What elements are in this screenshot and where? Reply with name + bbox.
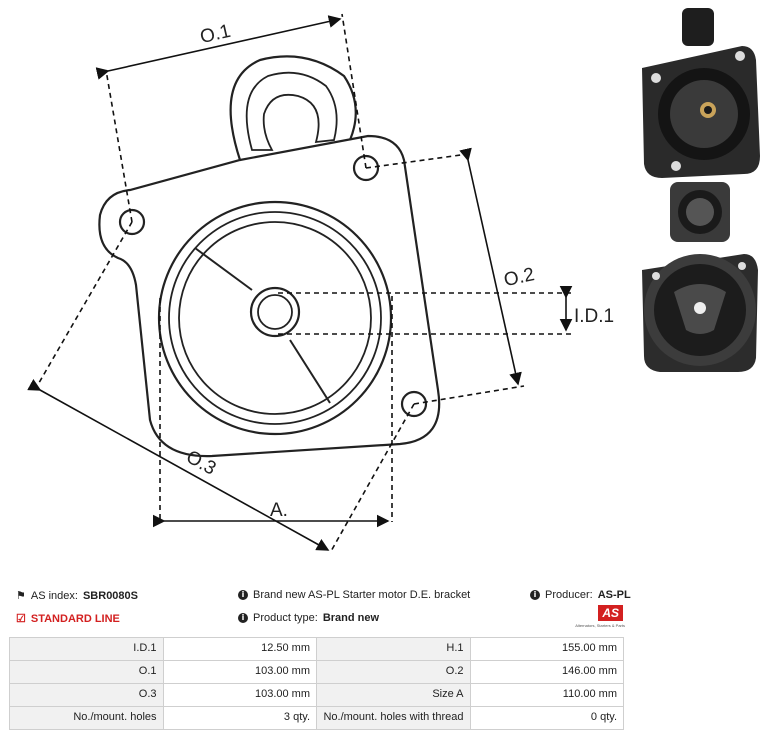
spec-label: I.D.1 bbox=[9, 637, 164, 661]
spec-value: 3 qty. bbox=[162, 706, 317, 730]
as-index-label: AS index: bbox=[30, 589, 78, 602]
check-square-icon: ☑ bbox=[16, 613, 26, 625]
tags-icon: ⚑ bbox=[16, 590, 26, 602]
spec-label: O.1 bbox=[9, 660, 164, 684]
producer: i Producer: AS-PL bbox=[530, 589, 631, 601]
spec-label: H.1 bbox=[316, 637, 471, 661]
description: i Brand new AS-PL Starter motor D.E. bra… bbox=[238, 589, 470, 601]
product-type: i Product type: Brand new bbox=[238, 612, 379, 624]
spec-label: Size A bbox=[316, 683, 471, 707]
spec-value: 155.00 mm bbox=[469, 637, 624, 661]
info-icon: i bbox=[238, 590, 248, 600]
logo-tagline: Alternators, Starters & Parts bbox=[575, 623, 625, 628]
spec-value: 103.00 mm bbox=[162, 683, 317, 707]
info-icon: i bbox=[530, 590, 540, 600]
standard-line-text: STANDARD LINE bbox=[30, 612, 120, 625]
description-text: Brand new AS-PL Starter motor D.E. brack… bbox=[253, 589, 471, 601]
producer-value: AS-PL bbox=[597, 589, 631, 601]
standard-line: ☑ STANDARD LINE bbox=[16, 612, 120, 626]
bracket-technical-drawing: O.1 O.2 O.3 I.D.1 A. bbox=[27, 13, 614, 554]
label-o3: O.3 bbox=[182, 446, 219, 479]
spec-value: 0 qty. bbox=[469, 706, 624, 730]
logo-mark: AS bbox=[598, 605, 623, 621]
as-index-value: SBR0080S bbox=[82, 589, 139, 602]
product-type-label: Product type: bbox=[253, 612, 318, 624]
label-a: A. bbox=[270, 500, 288, 521]
info-icon: i bbox=[238, 613, 248, 623]
spec-label: No./mount. holes bbox=[9, 706, 164, 730]
producer-label: Producer: bbox=[545, 589, 593, 601]
spec-value: 12.50 mm bbox=[162, 637, 317, 661]
spec-label: O.2 bbox=[316, 660, 471, 684]
product-type-value: Brand new bbox=[322, 612, 380, 624]
spec-label: O.3 bbox=[9, 683, 164, 707]
product-photo-front bbox=[642, 8, 760, 178]
spec-label: No./mount. holes with thread bbox=[316, 706, 471, 730]
product-photo-back bbox=[642, 182, 758, 372]
label-id1: I.D.1 bbox=[574, 306, 614, 327]
spec-value: 110.00 mm bbox=[469, 683, 624, 707]
spec-value: 103.00 mm bbox=[162, 660, 317, 684]
as-pl-logo: AS Alternators, Starters & Parts bbox=[563, 605, 625, 631]
spec-value: 146.00 mm bbox=[469, 660, 624, 684]
as-index: ⚑ AS index: SBR0080S bbox=[16, 589, 139, 603]
label-o2: O.2 bbox=[502, 264, 536, 291]
